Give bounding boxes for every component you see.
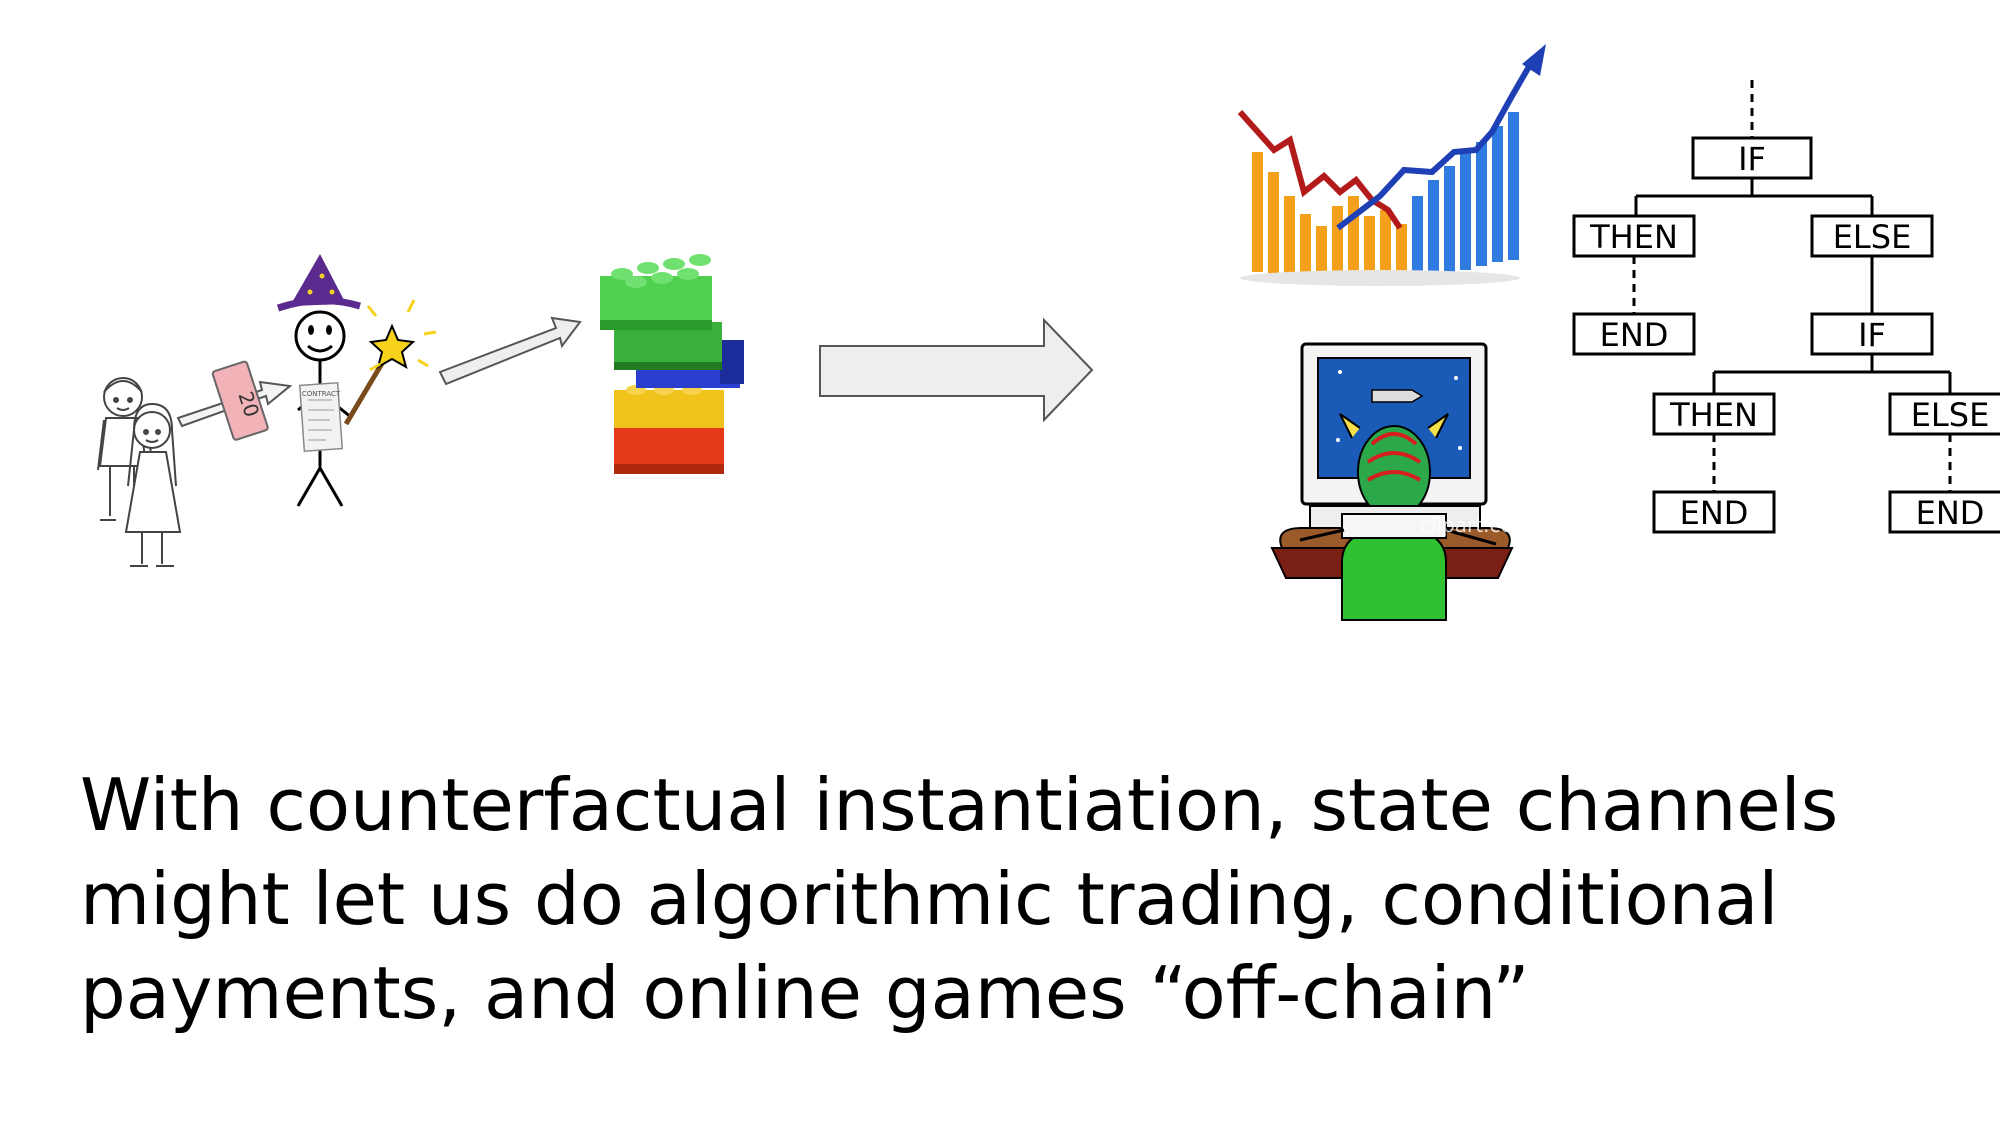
tree-node-if-nested <box>1810 312 1934 356</box>
tree-label-else-1: ELSE <box>1833 218 1912 256</box>
tree-label-then-1: THEN <box>1589 218 1678 256</box>
caption-line-2: might let us do algorithmic trading, con… <box>80 857 1779 941</box>
decision-tree <box>1572 80 2000 534</box>
tree-node-then-2 <box>1652 392 1776 436</box>
tree-label-end-1: END <box>1600 316 1669 354</box>
money-note: 20 <box>211 360 269 441</box>
tree-node-else-1 <box>1810 214 1934 258</box>
tree-node-end-3 <box>1888 490 2000 534</box>
tree-node-end-2 <box>1652 490 1776 534</box>
tree-label-if-nested: IF <box>1858 316 1886 354</box>
caption-line-1: With counterfactual instantiation, state… <box>80 763 1839 847</box>
decision-tree-labels: IF THEN ELSE END IF THEN ELSE END END <box>1589 140 1989 532</box>
caption: With counterfactual instantiation, state… <box>80 758 1940 1040</box>
big-arrow <box>819 317 1094 423</box>
tree-node-else-2 <box>1888 392 2000 436</box>
arrow-to-blocks <box>438 316 582 386</box>
tree-label-then-2: THEN <box>1669 396 1758 434</box>
wizard-illustration: CONTRACT <box>276 254 437 507</box>
caption-line-3: payments, and online games “off-chain” <box>80 951 1530 1035</box>
tree-label-end-2: END <box>1680 494 1749 532</box>
lego-blocks-illustration <box>600 254 744 474</box>
couple-illustration <box>97 377 182 567</box>
tree-label-else-2: ELSE <box>1911 396 1990 434</box>
tree-label-if-root: IF <box>1738 140 1766 178</box>
gamer-computer-illustration: clipart.com <box>1270 342 1532 621</box>
payment-arrow: 20 <box>176 360 293 441</box>
tree-label-end-3: END <box>1916 494 1985 532</box>
trading-chart-illustration <box>1237 44 1546 286</box>
tree-node-end-1 <box>1572 312 1696 356</box>
clipart-watermark: clipart.com <box>1420 513 1532 537</box>
tree-node-if-root <box>1691 136 1813 180</box>
contract-label: CONTRACT <box>302 390 341 398</box>
